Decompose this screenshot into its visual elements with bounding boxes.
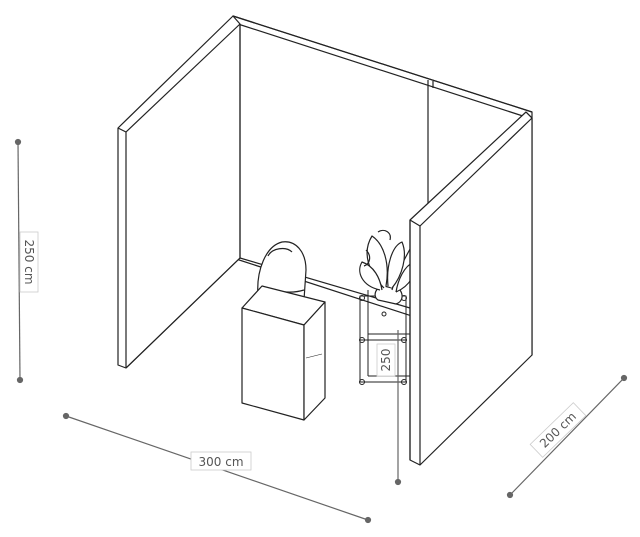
width-label-box: 300 cm xyxy=(190,451,252,471)
width-label: 300 cm xyxy=(198,455,243,469)
depth-label-box: 200 cm xyxy=(529,402,587,458)
depth-dimension-line xyxy=(509,377,625,496)
height-dimension-line xyxy=(17,141,21,381)
shelf-label-box: 250 xyxy=(376,343,396,377)
shelf-label: 250 xyxy=(379,349,393,372)
left-wall xyxy=(117,15,241,369)
cabinet xyxy=(241,285,326,421)
right-wall xyxy=(409,111,533,466)
height-label: 250 cm xyxy=(22,239,36,284)
height-label-box: 250 cm xyxy=(19,231,39,293)
